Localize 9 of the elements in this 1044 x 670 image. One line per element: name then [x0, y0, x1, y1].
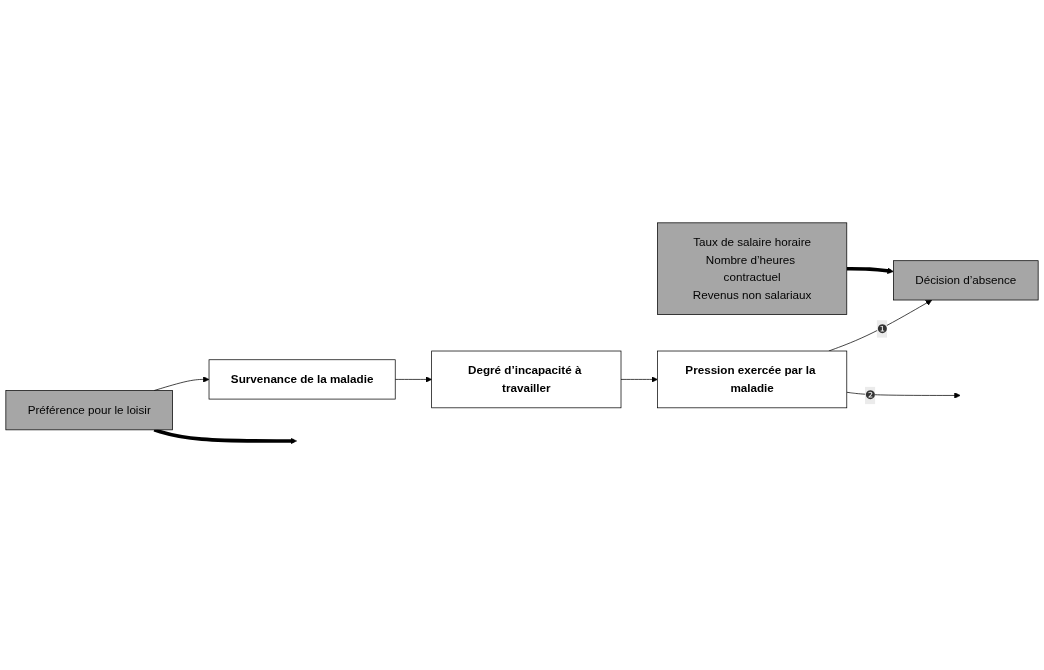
node-box: Degré d’incapacité à travailler: [431, 351, 622, 409]
arrow: [846, 267, 894, 275]
edge-label: ❷: [865, 389, 876, 402]
edge-label: ❶: [876, 322, 887, 336]
node-box: Décision d’absence: [893, 260, 1039, 301]
node-box: Pression exercée par la maladie: [657, 351, 848, 409]
node-box: Préférence pour le loisir: [5, 390, 173, 431]
node-box: Survenance de la maladie: [208, 359, 396, 400]
node-box: Taux de salaire horaire Nombre d’heures contractuel Revenus non salariaux: [657, 222, 848, 316]
